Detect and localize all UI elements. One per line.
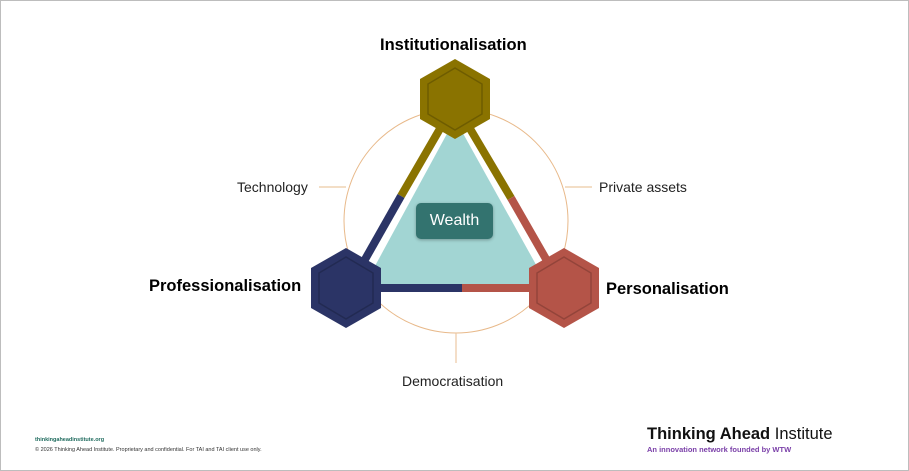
logo-tagline: An innovation network founded by WTW [647,445,792,454]
logo-name-bold: Thinking Ahead [647,425,771,443]
logo-name-regular: Institute [774,425,833,443]
professionalisation-label: Professionalisation [149,277,302,295]
democratisation-label: Democratisation [402,373,504,389]
private-assets-label: Private assets [599,179,687,195]
edge-top-left [397,124,445,199]
professionalisation-hexagon [311,248,381,328]
copyright-text: © 2026 Thinking Ahead Institute. Proprie… [35,447,262,453]
tai-logo: Thinking Ahead Institute An innovation n… [647,425,833,454]
website-link[interactable]: thinkingaheadinstitute.org [35,437,105,443]
edge-right-lower [507,196,554,268]
personalisation-hexagon [529,248,599,328]
personalisation-label: Personalisation [606,280,729,298]
institutionalisation-label: Institutionalisation [380,36,527,54]
institutionalisation-hexagon [420,59,490,139]
wealth-label: Wealth [416,203,493,239]
technology-label: Technology [237,179,308,195]
edge-left-lower [359,194,405,265]
edge-top-right [465,124,515,201]
